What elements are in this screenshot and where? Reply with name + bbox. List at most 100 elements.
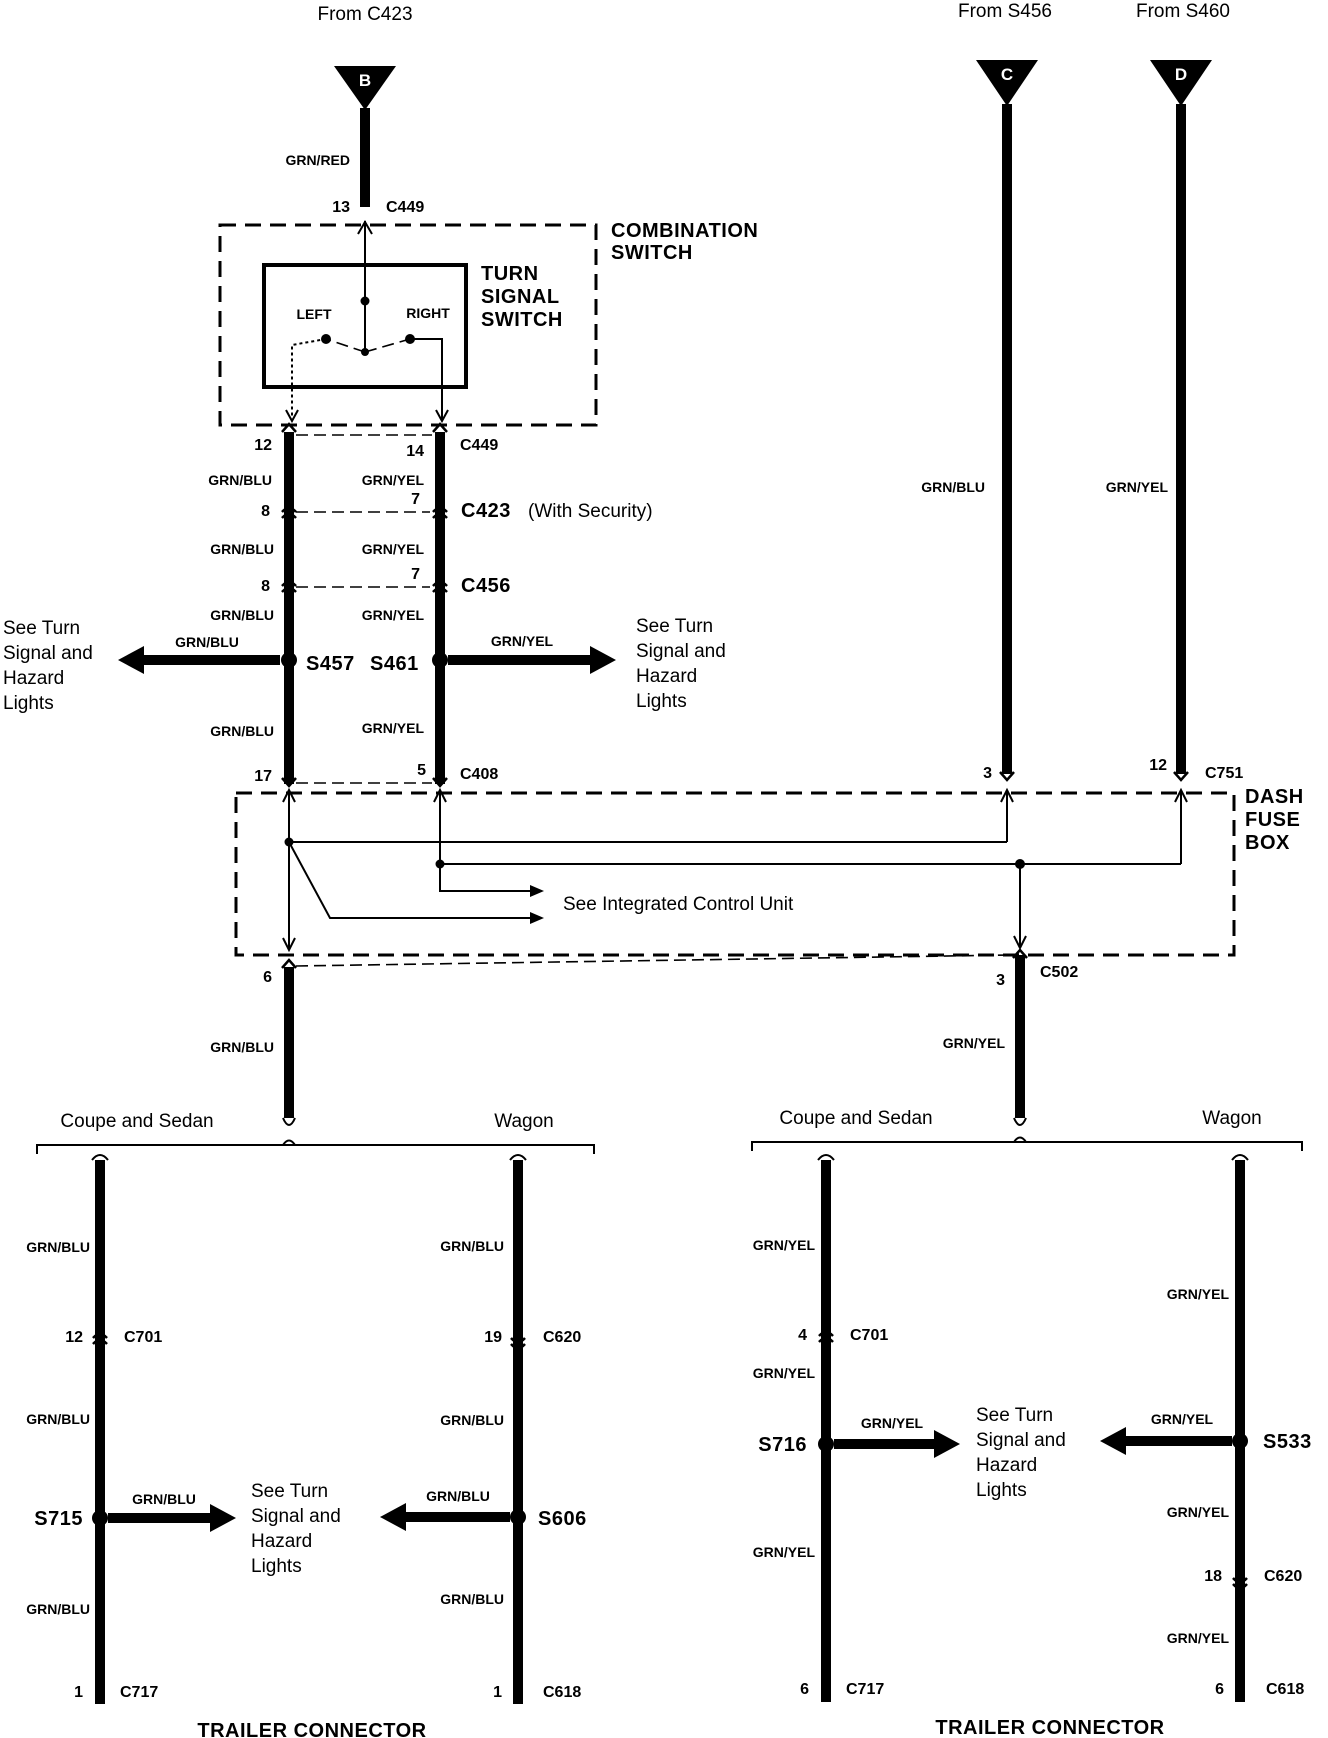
- pin-13: 13: [332, 199, 350, 216]
- wire-color-grn-yel-r1: GRN/YEL: [753, 1237, 816, 1253]
- left-branch: Coupe and Sedan Wagon GRN/BLU 12 C701 GR…: [26, 1111, 595, 1704]
- wire-color-grn-blu-s715: GRN/BLU: [132, 1491, 196, 1507]
- svg-text:Signal and: Signal and: [3, 643, 93, 664]
- wire-color-grn-blu-2: GRN/BLU: [210, 541, 274, 557]
- svg-text:Lights: Lights: [3, 693, 54, 714]
- source-c-from: From S456: [958, 1, 1052, 22]
- connector-c701-left: C701: [124, 1329, 162, 1346]
- pin-1-c717-left: 1: [74, 1684, 83, 1701]
- connector-c408: C408: [460, 766, 498, 783]
- svg-text:Signal and: Signal and: [976, 1430, 1066, 1451]
- splice-s457-dot: [281, 652, 297, 668]
- connector-c423: C423: [461, 500, 511, 522]
- wire-color-grn-yel-trunk: GRN/YEL: [943, 1035, 1006, 1051]
- trailer-connector-right: TRAILER CONNECTOR: [935, 1717, 1164, 1738]
- source-d-from: From S460: [1136, 1, 1230, 22]
- left-coupe-sedan-label: Coupe and Sedan: [60, 1111, 213, 1132]
- source-b: From C423 B: [317, 4, 413, 110]
- pin-19-c620: 19: [484, 1329, 502, 1346]
- trailer-connector-left: TRAILER CONNECTOR: [197, 1720, 426, 1738]
- source-d-triangle: [1150, 60, 1212, 106]
- wire-color-grn-yel-r6: GRN/YEL: [1167, 1630, 1230, 1646]
- integrated-control-unit-note: See Integrated Control Unit: [563, 894, 794, 915]
- pin-5: 5: [417, 762, 426, 779]
- wire-left-lower-trunk: 6 GRN/BLU: [210, 967, 296, 1126]
- source-c-letter: C: [1001, 65, 1013, 84]
- pin-6-fusebox: 6: [263, 969, 272, 986]
- pin-6-c618-right: 6: [1215, 1681, 1224, 1698]
- wire-color-grn-yel-r2: GRN/YEL: [753, 1365, 816, 1381]
- dash-fuse-box: DASH FUSE BOX See Integrated Control Uni…: [234, 786, 1303, 967]
- turn-signal-title-3: SWITCH: [481, 309, 563, 331]
- right-branch: Coupe and Sedan Wagon GRN/YEL 4 C701 GRN…: [751, 1108, 1312, 1702]
- left-label: LEFT: [297, 306, 332, 322]
- splice-s533: S533: [1263, 1431, 1312, 1453]
- pin-8-c423: 8: [261, 503, 270, 520]
- connector-c456: C456: [461, 575, 511, 597]
- wire-color-grn-blu-l2: GRN/BLU: [26, 1411, 90, 1427]
- svg-text:Hazard: Hazard: [251, 1531, 312, 1552]
- right-wagon-label: Wagon: [1202, 1108, 1262, 1129]
- splice-s461-dot: [432, 652, 448, 668]
- wire-d: GRN/YEL 12 C751: [1106, 104, 1243, 782]
- pin-6-c717-right: 6: [800, 1681, 809, 1698]
- wire-b-top: GRN/RED 13 C449: [285, 108, 424, 216]
- svg-text:See Turn: See Turn: [3, 618, 80, 639]
- wire-color-grn-yel-r4: GRN/YEL: [1167, 1286, 1230, 1302]
- svg-text:See Turn: See Turn: [251, 1481, 328, 1502]
- combination-switch-title-1: COMBINATION: [611, 220, 758, 242]
- dash-fuse-box-3: BOX: [1245, 832, 1290, 854]
- wire-color-grn-yel-4: GRN/YEL: [362, 720, 425, 736]
- source-b-from: From C423: [317, 4, 412, 25]
- connector-c701-right: C701: [850, 1327, 888, 1344]
- wire-color-grn-blu-4: GRN/BLU: [210, 723, 274, 739]
- wire-color-grn-yel-r5: GRN/YEL: [1167, 1504, 1230, 1520]
- wire-color-grn-red: GRN/RED: [285, 152, 350, 168]
- pin-12-c449: 12: [254, 437, 272, 454]
- pin-1-c618-left: 1: [493, 1684, 502, 1701]
- connector-c751: C751: [1205, 765, 1243, 782]
- svg-text:Lights: Lights: [251, 1556, 302, 1577]
- svg-text:Lights: Lights: [976, 1480, 1027, 1501]
- wire-color-grn-yel-3: GRN/YEL: [362, 607, 425, 623]
- svg-text:See Turn: See Turn: [636, 616, 713, 637]
- pin-4-c701: 4: [798, 1327, 807, 1344]
- right-label: RIGHT: [406, 305, 450, 321]
- connector-c618-left: C618: [543, 1684, 581, 1701]
- pin-14-c449: 14: [406, 443, 424, 460]
- connector-marks: [92, 422, 1248, 1590]
- turn-signal-title-2: SIGNAL: [481, 286, 560, 308]
- connector-c717-left: C717: [120, 1684, 158, 1701]
- wire-color-grn-yel-r3: GRN/YEL: [753, 1544, 816, 1560]
- wire-pair-upper: 12 14 C449 GRN/BLU GRN/YEL 8 7 C423 (Wit…: [118, 432, 653, 785]
- turn-signal-title-1: TURN: [481, 263, 539, 285]
- splice-s457: S457: [306, 653, 355, 675]
- wire-color-grn-blu-c: GRN/BLU: [921, 479, 985, 495]
- svg-text:Lights: Lights: [636, 691, 687, 712]
- source-c-triangle: [976, 60, 1038, 106]
- wire-color-grn-blu-3: GRN/BLU: [210, 607, 274, 623]
- wire-color-grn-blu-s457: GRN/BLU: [175, 634, 239, 650]
- pin-3-c502: 3: [996, 972, 1005, 989]
- source-d: From S460 D: [1136, 1, 1230, 106]
- combination-switch: COMBINATION SWITCH TURN SIGNAL SWITCH LE…: [218, 220, 758, 427]
- connector-c620-left: C620: [543, 1329, 581, 1346]
- right-coupe-sedan-label: Coupe and Sedan: [779, 1108, 932, 1129]
- wire-color-grn-yel-s533: GRN/YEL: [1151, 1411, 1214, 1427]
- wire-color-grn-yel-2: GRN/YEL: [362, 541, 425, 557]
- pin-12-c701: 12: [65, 1329, 83, 1346]
- splice-s715: S715: [34, 1508, 83, 1530]
- dash-fuse-box-2: FUSE: [1245, 809, 1300, 831]
- svg-text:Signal and: Signal and: [251, 1506, 341, 1527]
- source-b-letter: B: [359, 71, 371, 90]
- wire-c: GRN/BLU 3: [921, 104, 1012, 782]
- left-wagon-label: Wagon: [494, 1111, 554, 1132]
- connector-c449-top: C449: [386, 199, 424, 216]
- source-c: From S456 C: [958, 1, 1052, 106]
- wire-color-grn-blu-1: GRN/BLU: [208, 472, 272, 488]
- splice-s461: S461: [370, 653, 419, 675]
- pin-7-c423: 7: [411, 491, 420, 508]
- svg-text:Hazard: Hazard: [3, 668, 64, 689]
- connector-c449-lower: C449: [460, 437, 498, 454]
